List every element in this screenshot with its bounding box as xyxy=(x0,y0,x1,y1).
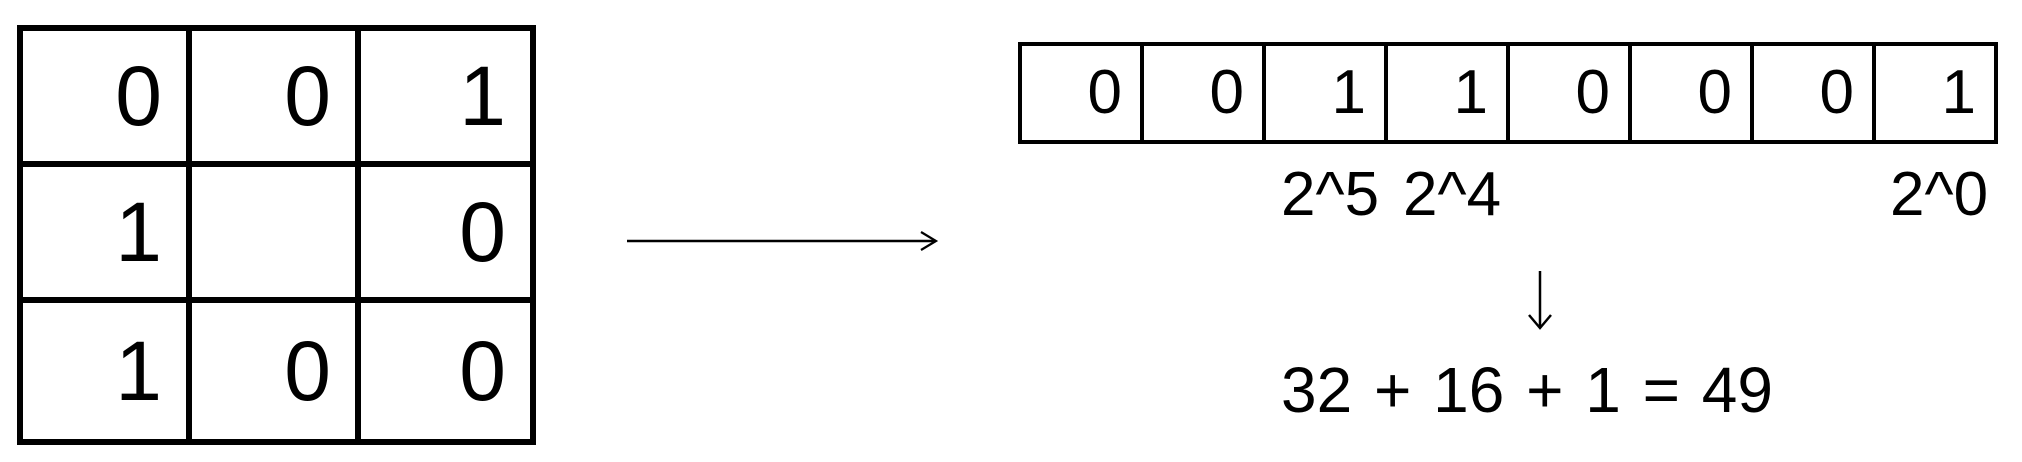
matrix-cell-r2-c1: 0 xyxy=(192,303,361,439)
right-arrow-icon xyxy=(627,231,939,251)
bit-cell-5: 1 xyxy=(1266,46,1388,140)
matrix-cell-r1-c2: 0 xyxy=(361,167,530,303)
matrix-cell-r2-c0: 1 xyxy=(23,303,192,439)
power-label-2-0: 2^0 xyxy=(1890,160,1989,229)
bit-cell-6: 0 xyxy=(1144,46,1266,140)
matrix-cell-r0-c1: 0 xyxy=(192,31,361,167)
matrix-cell-center xyxy=(192,167,361,303)
matrix-cell-r2-c2: 0 xyxy=(459,324,506,418)
down-arrow-icon xyxy=(1528,271,1552,330)
decimal-result-equation: 32 + 16 + 1 = 49 xyxy=(1281,354,1773,426)
bit-cell-4: 1 xyxy=(1388,46,1510,140)
bit-cell-2: 0 xyxy=(1632,46,1754,140)
bit-cell-3: 0 xyxy=(1510,46,1632,140)
matrix-cell-r0-c2: 1 xyxy=(361,31,530,167)
neighborhood-matrix: 0 0 1 1 0 1 0 0 xyxy=(17,25,536,445)
power-label-2-5: 2^5 xyxy=(1281,160,1380,229)
matrix-cell-r1-c0: 1 xyxy=(23,167,192,303)
binary-code-row: 0 0 1 1 0 0 0 1 xyxy=(1018,42,1998,144)
bit-cell-0: 1 xyxy=(1941,58,1976,127)
bit-cell-1: 0 xyxy=(1754,46,1876,140)
power-label-2-4: 2^4 xyxy=(1403,160,1502,229)
matrix-cell-r0-c0: 0 xyxy=(23,31,192,167)
bit-cell-7: 0 xyxy=(1022,46,1144,140)
